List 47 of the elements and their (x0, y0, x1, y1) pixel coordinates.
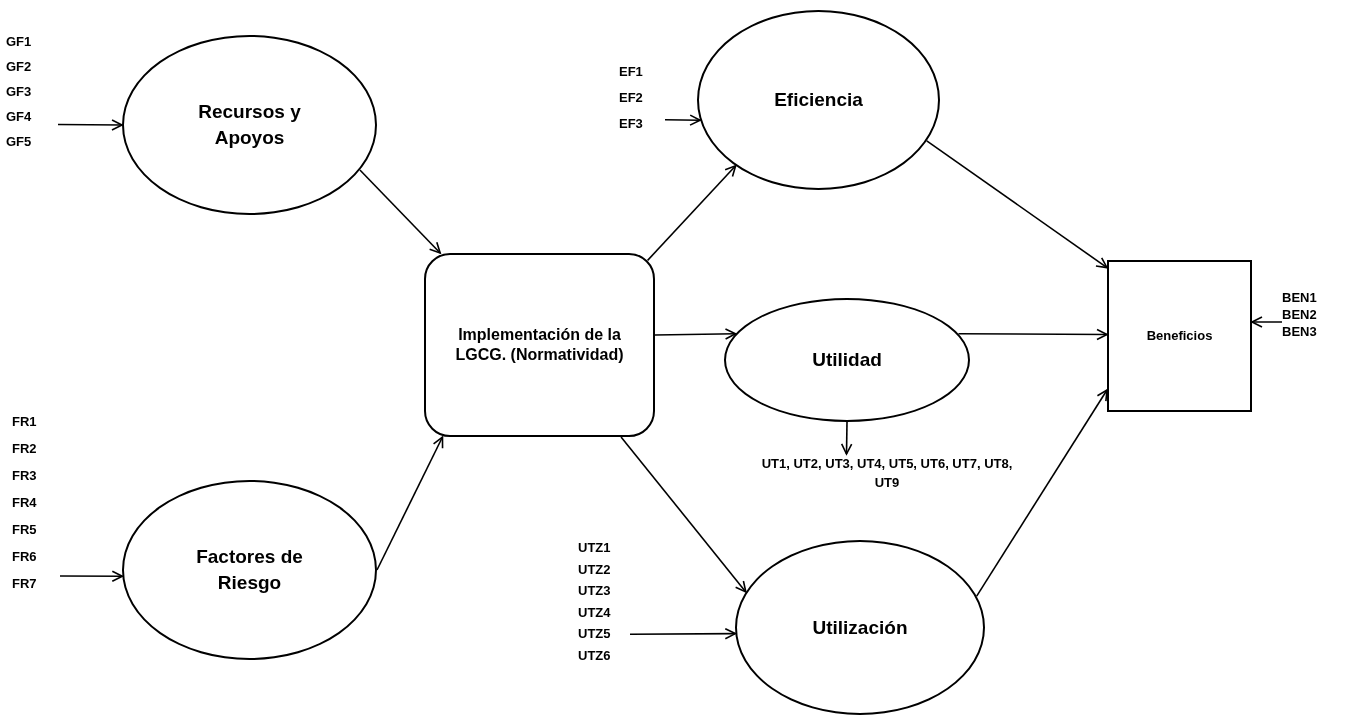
arrow (654, 328, 737, 340)
node-label: UTZ4 (578, 604, 611, 621)
arrow (376, 436, 444, 571)
arrow (620, 436, 747, 593)
node-label: Beneficios (1146, 327, 1213, 346)
arrow (646, 165, 737, 262)
node-label: EF2 (619, 90, 643, 106)
node-label: FR4 (12, 495, 37, 511)
node-label: EF3 (619, 116, 643, 132)
node-label: FR1 (12, 414, 37, 430)
node-label: FR3 (12, 468, 37, 484)
node-label: EF1 (619, 64, 643, 80)
node-label: Implementación de la LGCG. (Normatividad) (454, 325, 625, 365)
node-label: UT1, UT2, UT3, UT4, UT5, UT6, UT7, UT8, UT9 (760, 455, 1014, 492)
node-label: Recursos y Apoyos (197, 100, 302, 150)
node-label: Utilidad (812, 348, 882, 372)
node-label: GF1 (6, 34, 32, 50)
node-label: UTZ5 (578, 626, 611, 643)
node-label: FR6 (12, 549, 37, 565)
arrow (957, 328, 1108, 341)
rectangle-box (1107, 260, 1252, 412)
node-label: FR5 (12, 522, 37, 538)
arrow (840, 421, 853, 455)
node-label: Utilización (812, 615, 908, 640)
node-label: GF2 (6, 59, 32, 75)
rounded-box (424, 253, 655, 437)
arrow (1251, 316, 1283, 328)
node-label: FR2 (12, 441, 37, 457)
node-label: UTZ3 (578, 583, 611, 600)
node-label: Factores de Riesgo (195, 545, 304, 595)
node-label: UTZ2 (578, 561, 611, 578)
node-label: GF5 (6, 134, 32, 150)
node-label: FR7 (12, 576, 37, 592)
node-label: UTZ1 (578, 540, 611, 556)
node-label: Eficiencia (774, 88, 863, 112)
arrow (59, 570, 124, 583)
node-label: GF3 (6, 84, 32, 100)
arrow (629, 627, 737, 640)
node-label: BEN2 (1282, 307, 1317, 323)
arrow (975, 389, 1108, 597)
node-label: UTZ6 (578, 647, 611, 664)
node-label: BEN3 (1282, 324, 1317, 340)
node-label: GF4 (6, 109, 32, 125)
arrow (664, 114, 701, 126)
arrow (359, 169, 441, 254)
arrow (57, 119, 123, 131)
node-label: BEN1 (1282, 290, 1317, 306)
